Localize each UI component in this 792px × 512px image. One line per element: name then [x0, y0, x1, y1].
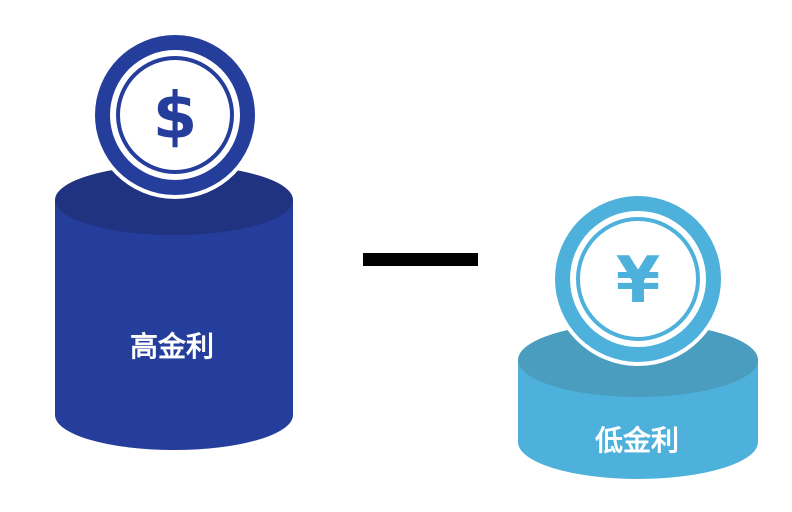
dollar-coin-icon: $	[91, 31, 259, 199]
high-interest-label: 高金利	[130, 330, 214, 363]
high-interest-cylinder: 高金利	[55, 165, 293, 450]
low-interest-label: 低金利	[594, 424, 679, 457]
dollar-symbol: $	[153, 80, 198, 154]
minus-sign	[363, 253, 478, 266]
yen-symbol: ¥	[616, 244, 661, 318]
yen-coin-icon: ¥	[551, 192, 725, 366]
